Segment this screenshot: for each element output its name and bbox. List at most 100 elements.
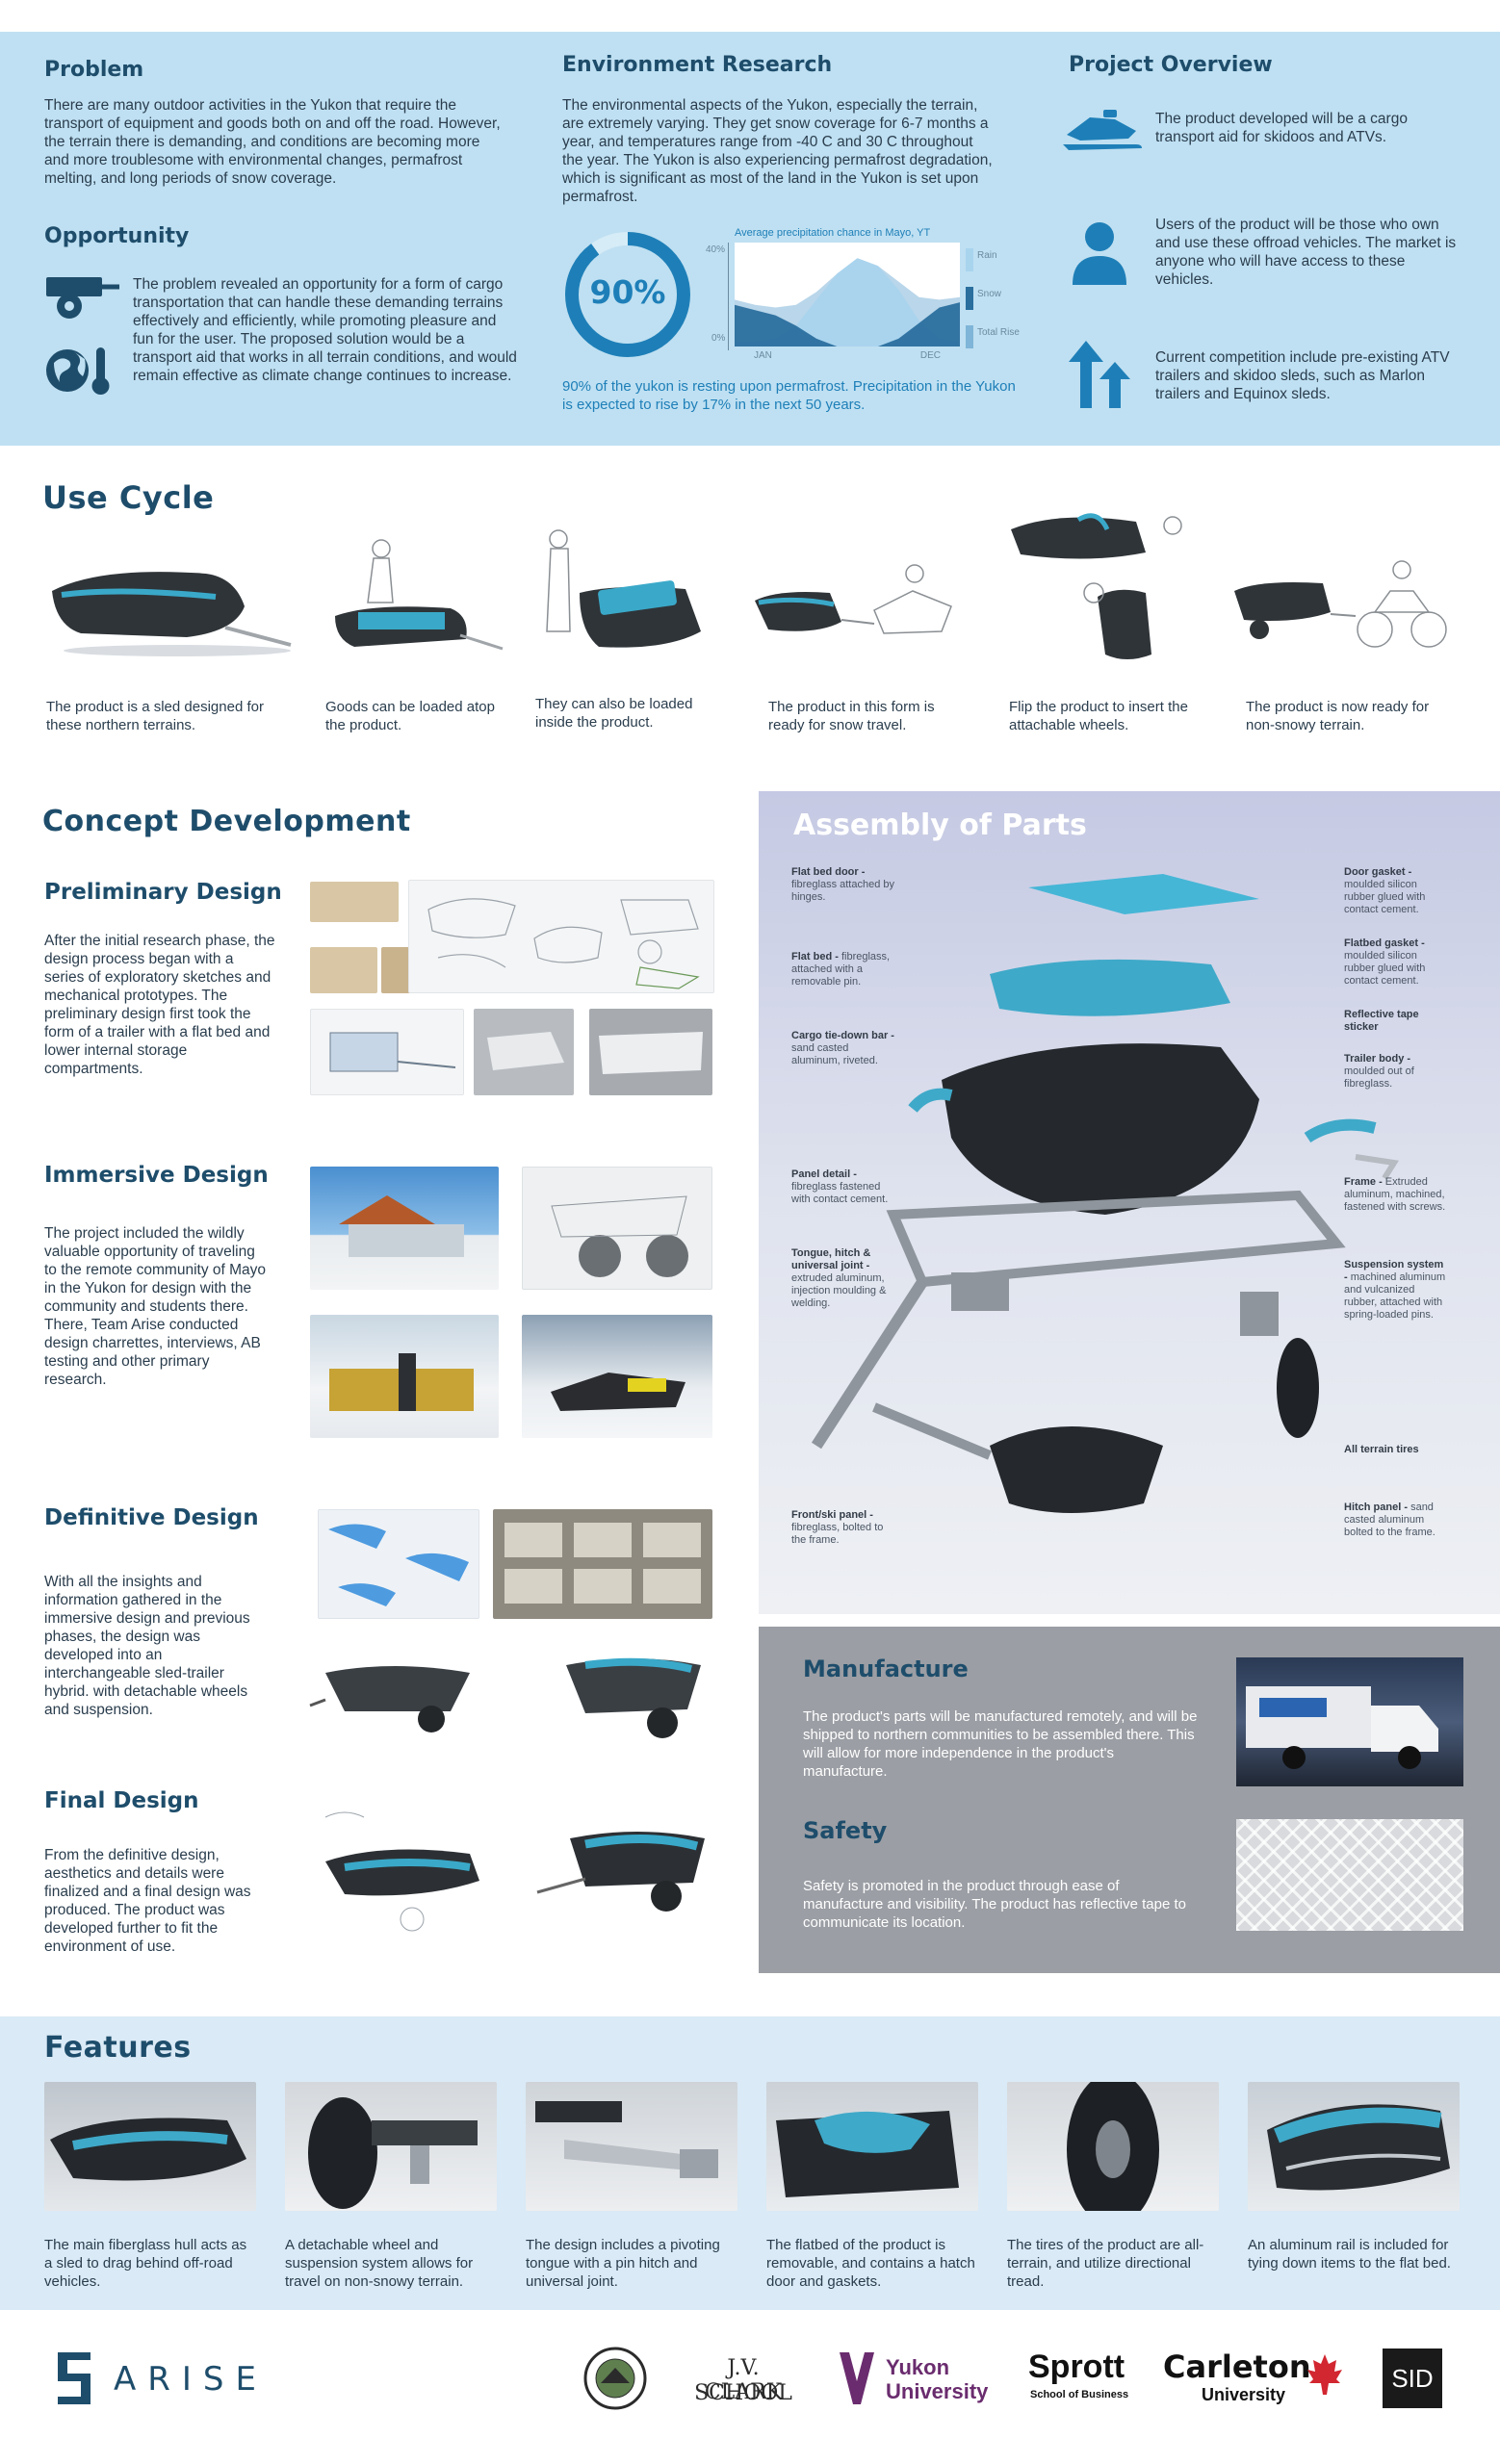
competition-arrows-icon: [1067, 341, 1130, 415]
snowmobile-icon: [1061, 106, 1144, 161]
use-cycle-image-1: [42, 539, 298, 664]
definitive-models: [493, 1509, 712, 1619]
x-start-label: JAN: [754, 350, 772, 361]
charrette-photo: [310, 1315, 499, 1438]
assembly-part-label: Frame - Extruded aluminum, machined, fas…: [1344, 1176, 1446, 1213]
overview-item-2: Users of the product will be those who o…: [1155, 217, 1457, 288]
legend-label: Snow: [977, 289, 1002, 299]
definitive-text: With all the insights and information ga…: [44, 1574, 250, 1718]
use-cycle-step-1: The product is a sled designed for these…: [46, 699, 264, 733]
use-cycle-title: Use Cycle: [42, 479, 215, 516]
prototype-photo-1: [310, 882, 399, 922]
use-cycle-image-3: [531, 526, 714, 664]
jvclark-line-1: J.V. CLARK: [704, 2356, 783, 2404]
trailer-icon: [44, 271, 121, 326]
assembly-part-label: Cargo tie-down bar - sand casted aluminu…: [791, 1030, 894, 1066]
climate-thermometer-icon: [44, 342, 114, 404]
use-cycle-image-6: [1230, 552, 1450, 664]
yukon-university-mark: [838, 2348, 876, 2411]
assembly-part-label: Flat bed door - fibreglass attached by h…: [791, 866, 895, 903]
permafrost-percent: 90%: [589, 273, 666, 311]
feature-rail-photo: [1248, 2082, 1460, 2211]
assembly-part-label: Reflective tape sticker: [1344, 1009, 1419, 1033]
arise-logo-text: ARISE: [114, 2360, 268, 2399]
exploded-assembly-illustration: [811, 874, 1399, 1513]
permafrost-donut: [562, 229, 693, 365]
preliminary-text: After the initial research phase, the de…: [44, 933, 275, 1077]
use-cycle-image-4: [749, 552, 963, 664]
feature-wheel-photo: [285, 2082, 497, 2211]
feature-tire-photo: [1007, 2082, 1219, 2211]
feature-flatbed-photo: [766, 2082, 978, 2211]
use-cycle-step-5: Flip the product to insert the attachabl…: [1009, 699, 1188, 733]
legend-swatch: [966, 325, 973, 348]
chart-title: Average precipitation chance in Mayo, YT: [735, 227, 931, 239]
use-cycle-image-2: [325, 535, 504, 664]
mayo-school-photo: [310, 1167, 499, 1290]
final-design-sketch: [306, 1804, 516, 1937]
feature-text-3: The design includes a pivoting tongue wi…: [526, 2237, 720, 2290]
y-axis-arrow: [728, 243, 729, 350]
legend-swatch: [966, 287, 973, 310]
manufacture-safety-panel: Manufacture The product's parts will be …: [759, 1627, 1500, 1973]
assembly-part-label: Tongue, hitch & universal joint - extrud…: [791, 1247, 887, 1309]
problem-title: Problem: [44, 58, 144, 82]
yukon-line-2: University: [886, 2379, 989, 2403]
truck-photo: [1236, 1657, 1463, 1786]
overview-title: Project Overview: [1069, 53, 1273, 77]
sid-logo: SID: [1383, 2348, 1442, 2408]
research-band: [0, 32, 1500, 446]
use-cycle-step-4: The product in this form is ready for sn…: [768, 699, 935, 733]
feature-text-1: The main fiberglass hull acts as a sled …: [44, 2237, 247, 2290]
prototype-model-2: [589, 1009, 712, 1095]
overview-item-1: The product developed will be a cargo tr…: [1155, 111, 1408, 145]
prototype-photo-2: [310, 947, 377, 993]
feature-text-5: The tires of the product are all-terrain…: [1007, 2237, 1204, 2290]
trailer-render-2: [518, 1636, 714, 1756]
x-axis: JAN DEC: [735, 350, 960, 364]
preliminary-title: Preliminary Design: [44, 880, 282, 905]
assembly-part-label: Suspension system - machined aluminum an…: [1344, 1259, 1446, 1321]
series-area-snow: [735, 302, 960, 346]
opportunity-text: The problem revealed an opportunity for …: [133, 276, 517, 384]
concept-title: Concept Development: [42, 805, 411, 838]
assembly-part-label: Door gasket - moulded silicon rubber glu…: [1344, 866, 1426, 915]
use-cycle-step-2: Goods can be loaded atop the product.: [325, 699, 495, 733]
mayo-seal-logo: [583, 2347, 647, 2415]
yukon-line-1: Yukon: [886, 2355, 950, 2379]
precipitation-chart: Average precipitation chance in Mayo, YT…: [706, 227, 1020, 368]
sprott-line-1: Sprott: [1028, 2348, 1125, 2385]
carleton-maple-leaf-icon: [1306, 2352, 1344, 2401]
features-title: Features: [44, 2031, 192, 2065]
assembly-panel: Assembly of Parts Flat bed door - fibreg…: [759, 791, 1500, 1614]
safety-title: Safety: [803, 1817, 888, 1844]
snowmobile-testing-photo: [522, 1315, 712, 1438]
manufacture-title: Manufacture: [803, 1656, 969, 1682]
assembly-part-label: Front/ski panel - fibreglass, bolted to …: [791, 1509, 884, 1546]
mechanical-sketch: [310, 1009, 464, 1095]
feature-text-2: A detachable wheel and suspension system…: [285, 2237, 474, 2290]
environment-text: The environmental aspects of the Yukon, …: [562, 97, 993, 205]
carleton-line-2: University: [1202, 2385, 1286, 2404]
final-text: From the definitive design, aesthetics a…: [44, 1847, 251, 1955]
assembly-part-label: Panel detail - fibreglass fastened with …: [791, 1168, 889, 1205]
y-bottom-label: 0%: [711, 333, 726, 344]
feature-hitch-photo: [526, 2082, 737, 2211]
overview-item-3: Current competition include pre-existing…: [1155, 349, 1450, 402]
wheel-sketch: [522, 1167, 712, 1290]
definitive-title: Definitive Design: [44, 1505, 259, 1530]
sprott-line-2: School of Business: [1030, 2389, 1129, 2400]
use-cycle-image-5: [1001, 500, 1194, 666]
assembly-part-label: All terrain tires: [1344, 1444, 1419, 1455]
carleton-line-1: Carleton: [1163, 2348, 1311, 2385]
feature-text-6: An aluminum rail is included for tying d…: [1248, 2237, 1451, 2272]
assembly-part-label: Hitch panel - sand casted aluminum bolte…: [1344, 1502, 1435, 1538]
legend-label: Rain: [977, 250, 997, 261]
final-title: Final Design: [44, 1788, 199, 1813]
use-cycle-step-6: The product is now ready for non-snowy t…: [1246, 699, 1430, 733]
precipitation-plot: [735, 243, 960, 346]
y-top-label: 40%: [706, 244, 726, 255]
final-design-render: [531, 1819, 714, 1935]
environment-title: Environment Research: [562, 53, 833, 77]
series-area-rain: [735, 258, 960, 346]
